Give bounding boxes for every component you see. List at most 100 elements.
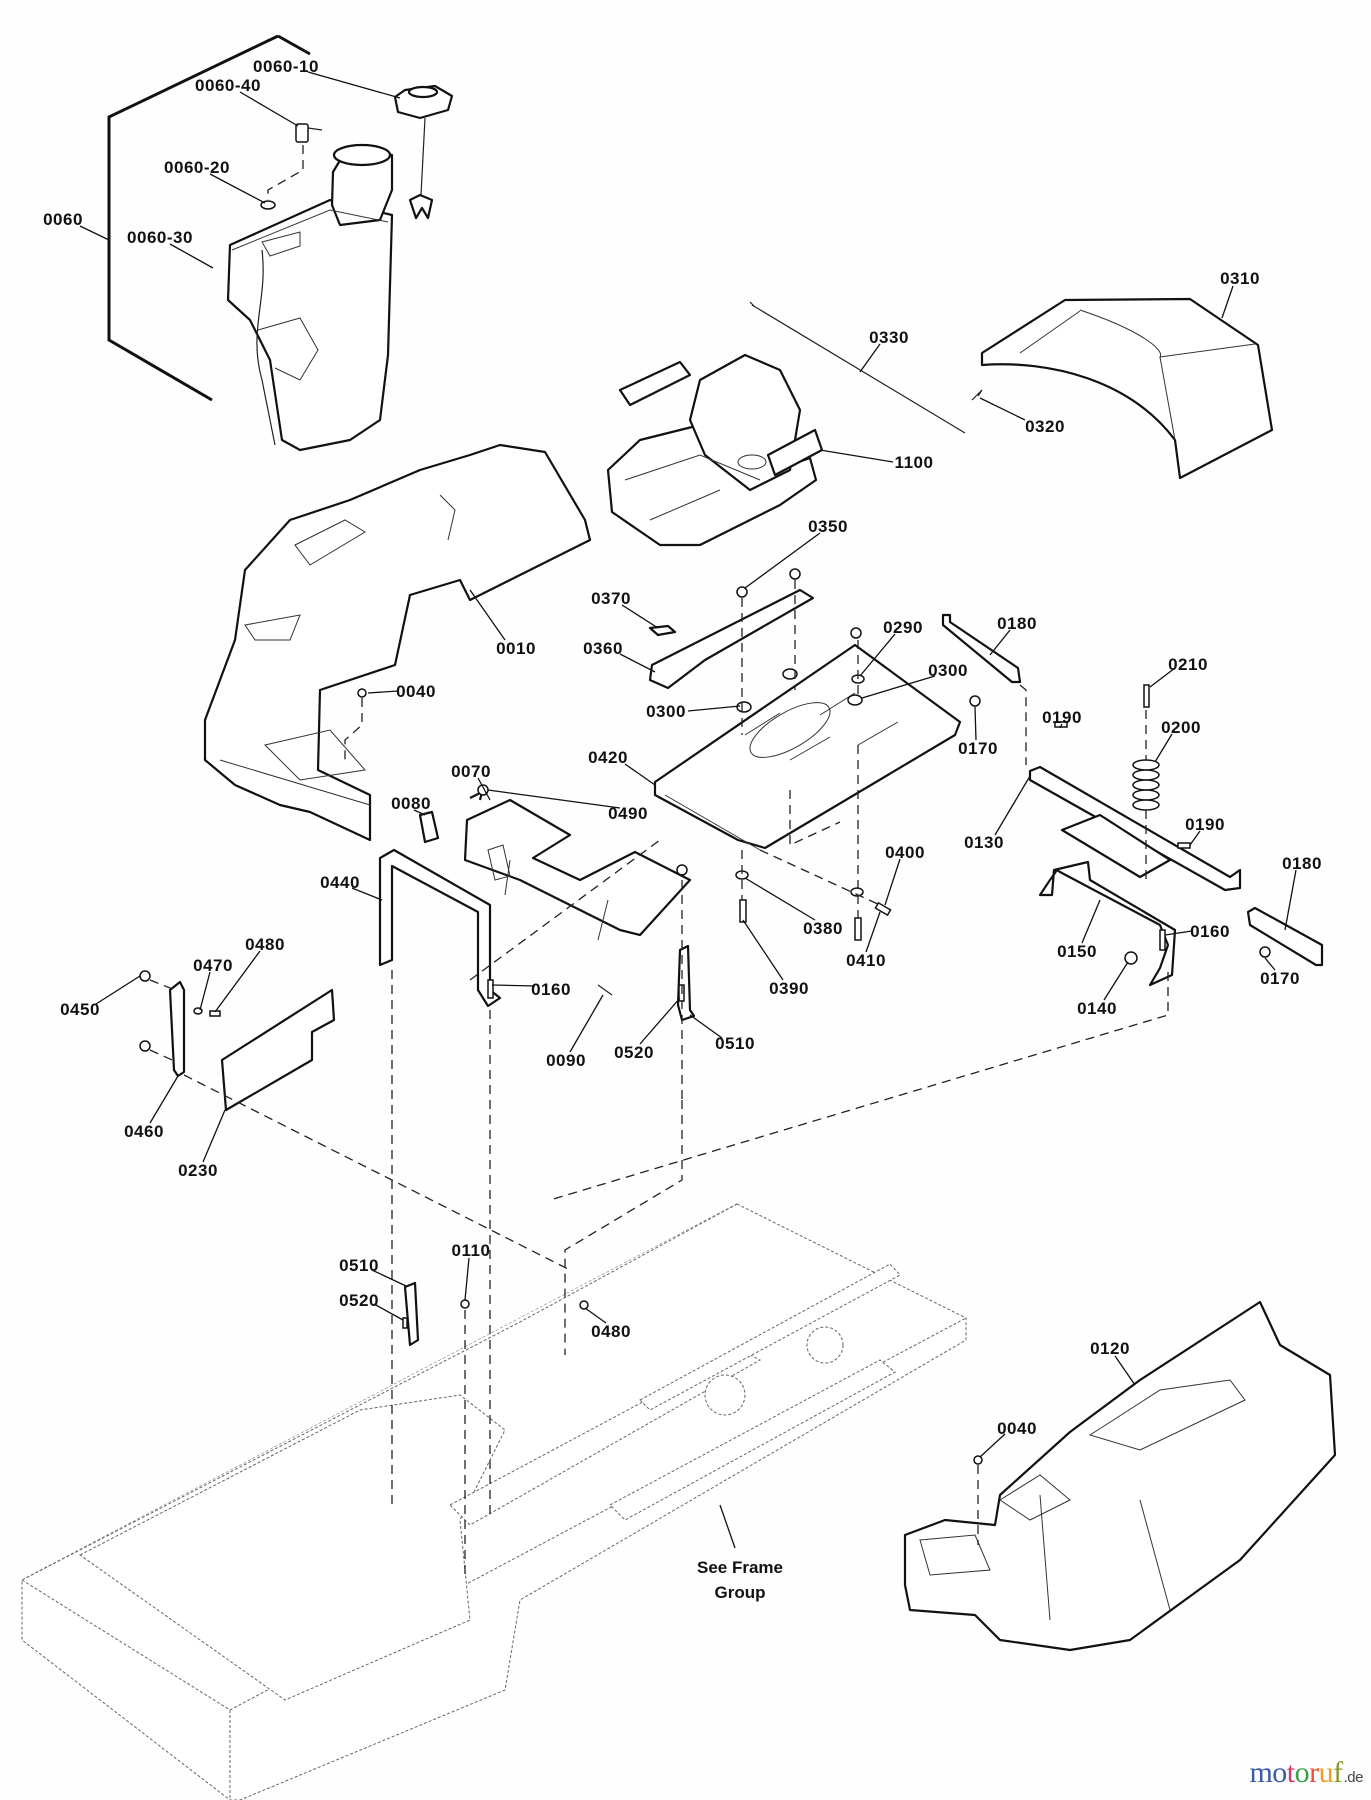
logo-letter: u	[1318, 1756, 1334, 1789]
callout-0360: 0360	[583, 639, 623, 658]
leader-line	[1103, 961, 1129, 1001]
leader-line	[979, 1433, 1006, 1458]
callout-0480a: 0480	[245, 935, 285, 954]
see-frame-group-note: See Frame Group	[697, 1504, 783, 1602]
leader-line	[584, 1307, 607, 1324]
leader-line	[1081, 899, 1101, 944]
leader-line	[1154, 733, 1173, 763]
seat-suspension	[549, 613, 1324, 1201]
leader-line	[744, 532, 821, 589]
left-console-fender	[203, 443, 592, 842]
callout-0200: 0200	[1161, 718, 1201, 737]
leader-line	[744, 877, 816, 921]
leader-line	[742, 919, 784, 981]
fuel-tank-assembly	[107, 34, 454, 452]
callout-0190b: 0190	[1185, 815, 1225, 834]
leader-line	[639, 997, 681, 1045]
callout-0180b: 0180	[1282, 854, 1322, 873]
leader-line	[367, 690, 399, 694]
frame-outline	[21, 1203, 967, 1800]
seat-pan	[648, 568, 962, 941]
callout-0120: 0120	[1090, 1339, 1130, 1358]
motoruf-watermark-logo: motoruf.de	[1249, 1756, 1363, 1790]
leader-line	[865, 911, 881, 953]
callout-0090: 0090	[546, 1051, 586, 1070]
callout-0390: 0390	[769, 979, 809, 998]
leader-line	[621, 604, 659, 629]
leader-line	[979, 397, 1026, 421]
leader-line	[469, 589, 506, 641]
callout-0110: 0110	[452, 1241, 491, 1260]
callout-0070: 0070	[451, 762, 491, 781]
callout-0210: 0210	[1168, 655, 1208, 674]
callout-0510a: 0510	[715, 1034, 755, 1053]
leader-line	[209, 173, 266, 204]
callout-0060-30: 0060-30	[127, 228, 193, 247]
callout-0320: 0320	[1025, 417, 1065, 436]
callout-0160b: 0160	[531, 980, 571, 999]
leader-line	[169, 243, 214, 269]
callout-0460: 0460	[124, 1122, 164, 1141]
callout-0060-10: 0060-10	[253, 57, 319, 76]
callout-1100: 1100	[895, 453, 934, 472]
callout-0370: 0370	[591, 589, 631, 608]
callout-0510b: 0510	[339, 1256, 379, 1275]
callout-0300a: 0300	[928, 661, 968, 680]
shield-and-brackets	[378, 784, 696, 1520]
leader-line	[861, 675, 936, 699]
leader-line	[487, 789, 621, 809]
callout-0140: 0140	[1077, 999, 1117, 1018]
leader-line	[477, 777, 491, 801]
leader-line	[373, 1303, 404, 1321]
note-line-2: Group	[715, 1583, 766, 1602]
callout-labels: 0060-100060-400060-2000600060-3003100330…	[43, 57, 1322, 1438]
callout-0060-40: 0060-40	[195, 76, 261, 95]
leader-line	[491, 984, 536, 987]
leader-line	[95, 975, 141, 1005]
callout-0290: 0290	[883, 618, 923, 637]
callout-0380: 0380	[803, 919, 843, 938]
left-side-plate	[139, 970, 571, 1271]
callout-0230: 0230	[178, 1161, 218, 1180]
callout-0420: 0420	[588, 748, 628, 767]
leader-line	[79, 225, 110, 241]
leader-lines	[79, 71, 1297, 1458]
leader-line	[994, 775, 1031, 836]
callout-0160a: 0160	[1190, 922, 1230, 941]
logo-letter: f	[1333, 1756, 1343, 1789]
leader-line	[214, 950, 261, 1013]
seat	[606, 301, 966, 547]
callout-0040b: 0040	[997, 1419, 1037, 1438]
logo-letter: t	[1286, 1756, 1295, 1789]
callout-0060-20: 0060-20	[164, 158, 230, 177]
leader-line	[819, 449, 894, 463]
logo-tld: .de	[1343, 1769, 1364, 1786]
logo-letter: o	[1294, 1756, 1310, 1789]
leader-line	[202, 1109, 226, 1163]
leader-line	[1114, 1355, 1136, 1386]
rear-fender	[971, 297, 1274, 480]
leader-line	[1264, 957, 1276, 971]
leader-line	[413, 809, 426, 816]
leader-line	[1221, 285, 1234, 319]
right-console-fender	[903, 1300, 1337, 1652]
leader-line	[624, 763, 656, 786]
leader-line	[974, 706, 977, 741]
leader-line	[989, 629, 1011, 656]
callout-0410: 0410	[846, 951, 886, 970]
leader-line	[1164, 930, 1193, 936]
leader-line	[687, 705, 741, 712]
callout-0520a: 0520	[614, 1043, 654, 1062]
callout-0040a: 0040	[396, 682, 436, 701]
callout-0170a: 0170	[958, 739, 998, 758]
logo-letter: r	[1309, 1756, 1319, 1789]
spring	[1132, 759, 1160, 811]
leader-line	[1284, 869, 1297, 931]
callout-0080: 0080	[391, 794, 431, 813]
leader-line	[239, 91, 299, 127]
callout-0330: 0330	[869, 328, 909, 347]
leader-line	[371, 1269, 407, 1287]
callout-0310: 0310	[1220, 269, 1260, 288]
